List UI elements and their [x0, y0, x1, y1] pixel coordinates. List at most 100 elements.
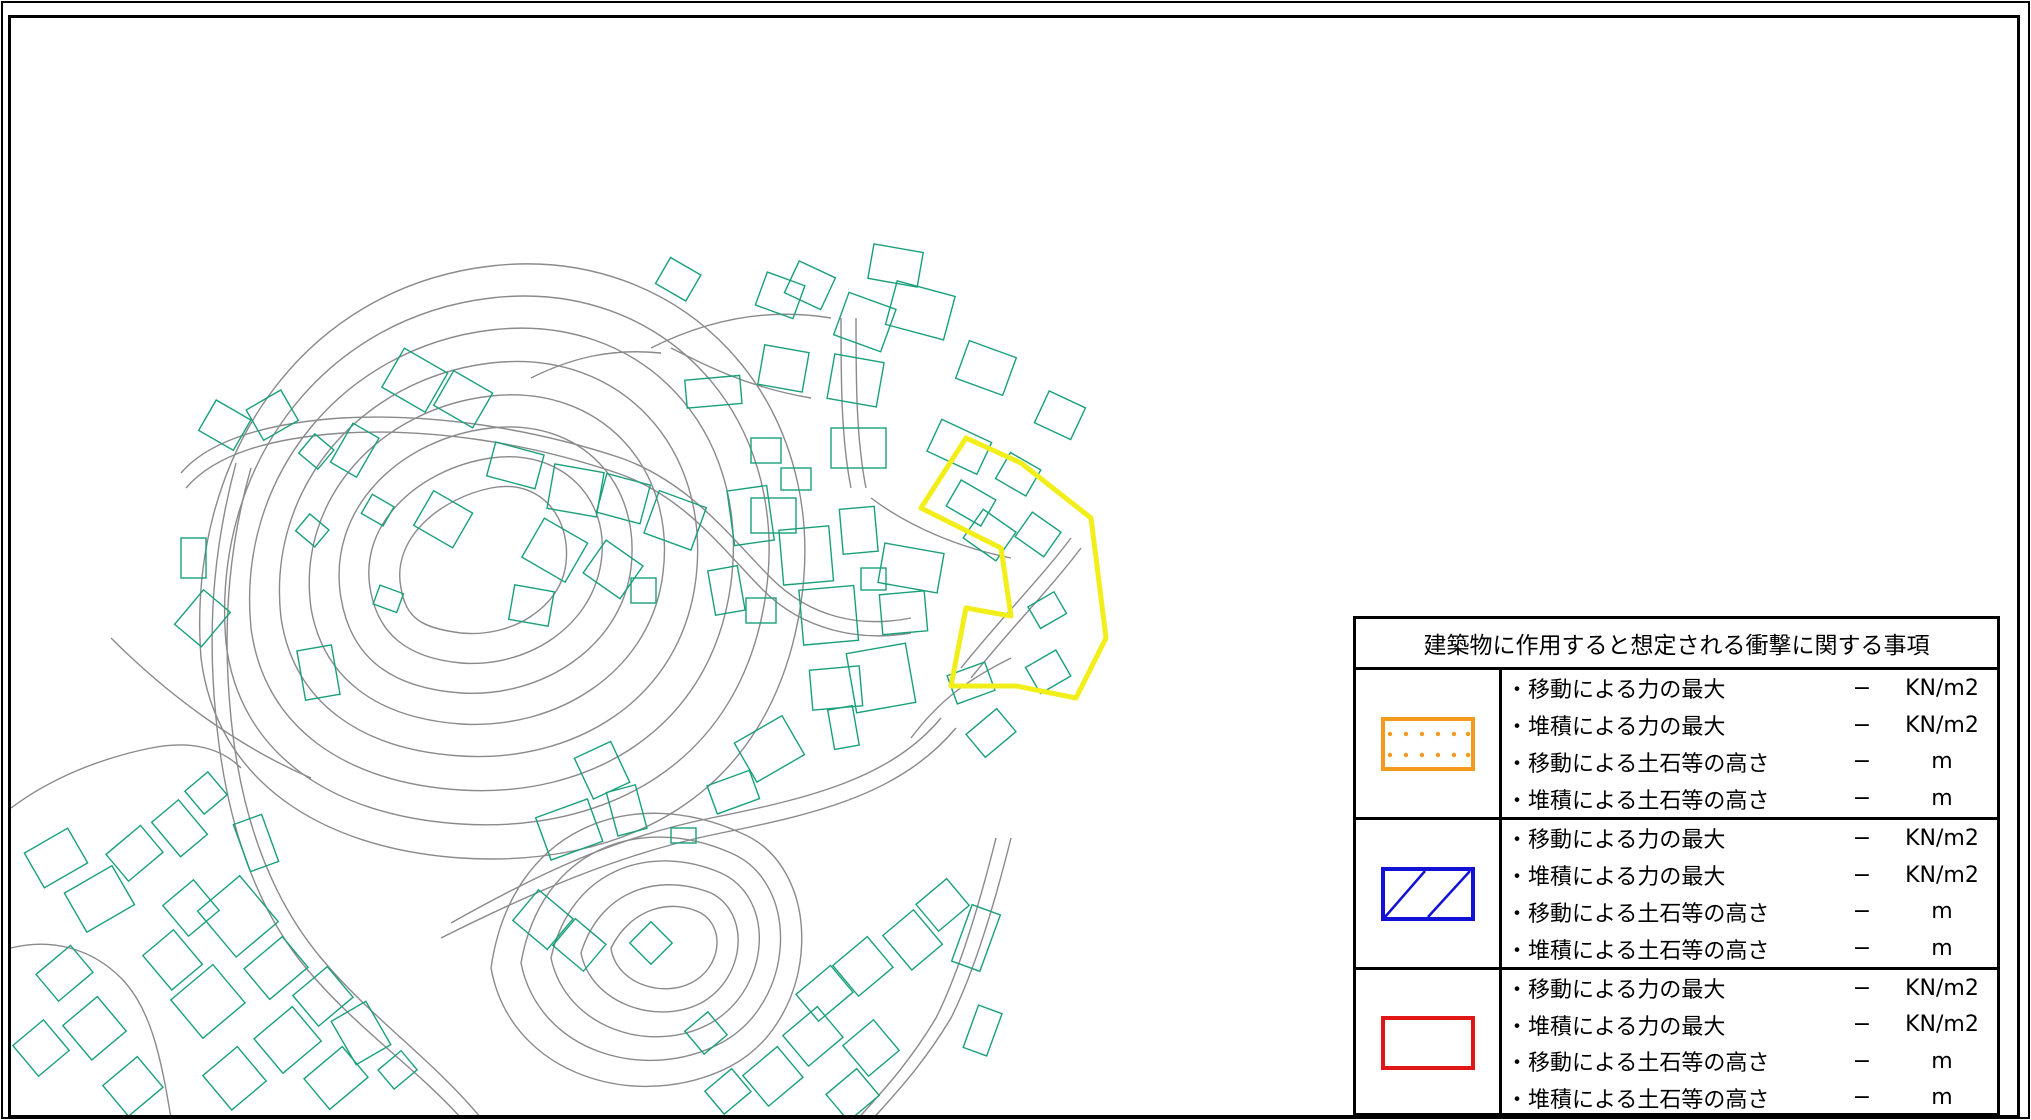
building: [750, 437, 782, 464]
building: [831, 935, 894, 998]
road-line: [180, 416, 912, 623]
building: [754, 271, 806, 320]
legend-row-value: −: [1852, 975, 1872, 1001]
building: [780, 467, 812, 491]
building: [196, 874, 280, 959]
legend-row-value: −: [1852, 749, 1872, 775]
building: [507, 584, 555, 628]
contour-line: [199, 263, 806, 860]
legend-row: ・堆積による力の最大 − KN/m2: [1502, 707, 1997, 744]
building: [781, 1005, 844, 1068]
contour-line: [368, 456, 603, 665]
legend-row-value: −: [1852, 862, 1872, 888]
legend-row-unit: m: [1931, 1048, 1953, 1074]
building: [683, 1010, 729, 1056]
legend-row-value: −: [1852, 675, 1872, 701]
legend-row: ・移動による土石等の高さ − m: [1502, 1043, 1997, 1080]
legend-table: 建築物に作用すると想定される衝撃に関する事項 ・移動による力の最大 −: [1353, 616, 2000, 1115]
road-line: [530, 351, 662, 379]
building: [726, 484, 776, 547]
contour-line: [338, 426, 633, 694]
legend-row-unit: m: [1931, 1085, 1953, 1111]
building: [628, 920, 674, 966]
road-line: [860, 837, 997, 1115]
building: [243, 935, 309, 1001]
legend-row-unit: m: [1931, 749, 1953, 775]
road-line: [670, 347, 812, 399]
building: [867, 243, 925, 288]
building: [1033, 390, 1087, 441]
building: [294, 512, 330, 548]
legend-row-value: −: [1852, 1012, 1872, 1038]
building: [630, 577, 657, 604]
building: [825, 1067, 881, 1115]
road-line: [11, 943, 172, 1115]
building: [546, 463, 605, 518]
building: [201, 1045, 268, 1111]
building: [741, 1045, 804, 1108]
building: [23, 827, 89, 889]
building: [954, 339, 1018, 397]
building: [703, 1067, 752, 1115]
red-rect-icon: [1380, 1016, 1475, 1070]
building: [706, 564, 746, 617]
legend-row: ・堆積による土石等の高さ − m: [1502, 780, 1997, 817]
road-line: [226, 467, 480, 1115]
contour-line: [248, 327, 734, 792]
road-line: [440, 727, 957, 939]
legend-group-red: ・移動による力の最大 − KN/m2 ・堆積による力の最大 − KN/m2 ・移…: [1356, 970, 1997, 1115]
building: [101, 1055, 164, 1115]
legend-row-unit: m: [1931, 899, 1953, 925]
building: [329, 422, 380, 479]
building: [643, 489, 708, 551]
road-line: [875, 837, 1012, 1115]
building: [1014, 511, 1062, 558]
road-line: [450, 717, 942, 924]
legend-row-label: ・堆積による土石等の高さ: [1506, 1087, 1770, 1113]
building: [962, 508, 1017, 562]
road-line: [910, 657, 1012, 739]
building: [1024, 649, 1072, 695]
legend-row-label: ・移動による土石等の高さ: [1506, 1051, 1770, 1077]
legend-row: ・移動による力の最大 − KN/m2: [1502, 670, 1997, 707]
building: [161, 878, 221, 938]
legend-row-label: ・堆積による土石等の高さ: [1506, 938, 1770, 964]
building: [150, 798, 209, 858]
building: [950, 903, 1002, 973]
building: [180, 537, 207, 579]
legend-row-unit: m: [1931, 786, 1953, 812]
building: [706, 769, 761, 815]
building: [173, 588, 232, 648]
building: [582, 539, 644, 600]
building: [595, 472, 652, 525]
buildings: [11, 243, 1087, 1115]
building: [838, 505, 879, 555]
building: [432, 369, 494, 429]
building: [878, 590, 929, 636]
building: [798, 584, 860, 646]
legend-row-value: −: [1852, 712, 1872, 738]
legend-row-label: ・移動による力の最大: [1506, 978, 1726, 1004]
blue-hatched-rect-icon: [1380, 866, 1475, 921]
building: [520, 517, 589, 584]
legend-row-label: ・堆積による力の最大: [1506, 865, 1726, 891]
legend-row-value: −: [1852, 825, 1872, 851]
building: [61, 995, 128, 1061]
building: [965, 707, 1017, 759]
legend-row: ・堆積による土石等の高さ − m: [1502, 930, 1997, 967]
building: [573, 740, 631, 801]
legend-row-label: ・移動による土石等の高さ: [1506, 751, 1770, 777]
legend-row: ・堆積による力の最大 − KN/m2: [1502, 1007, 1997, 1044]
building: [670, 827, 697, 844]
contour-line: [490, 812, 803, 1087]
legend-row-unit: KN/m2: [1905, 862, 1979, 888]
road-line: [960, 537, 1072, 669]
building: [605, 783, 648, 837]
building: [296, 644, 341, 702]
building: [253, 1005, 323, 1075]
legend-row-value: −: [1852, 786, 1872, 812]
building: [412, 489, 474, 549]
contour-line: [520, 836, 782, 1062]
legend-row-label: ・堆積による力の最大: [1506, 1014, 1726, 1040]
building: [511, 888, 574, 951]
